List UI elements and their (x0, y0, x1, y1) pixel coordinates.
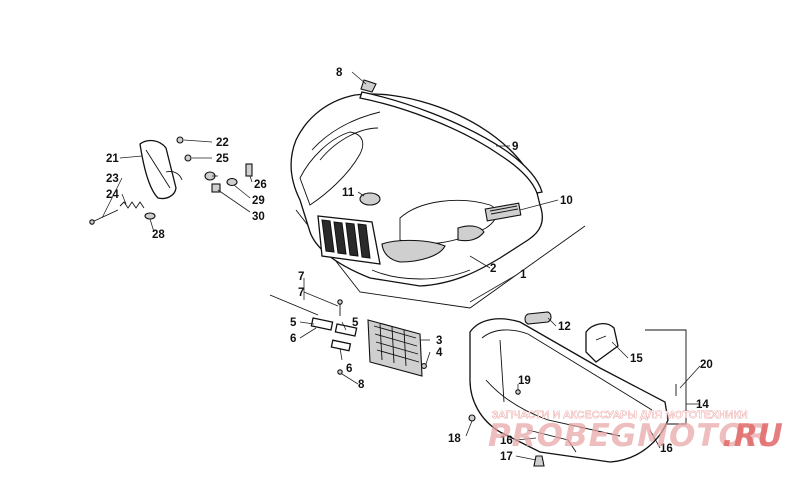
leader-lines (101, 71, 701, 461)
watermark: ЗАПЧАСТИ И АКСЕССУАРЫ ДЛЯ МОТОТЕХНИКИ PR… (488, 409, 783, 454)
callout-22: 20 (700, 359, 713, 371)
callout-27: 25 (216, 153, 229, 165)
watermark-tagline: ЗАПЧАСТИ И АКСЕССУАРЫ ДЛЯ МОТОТЕХНИКИ (492, 409, 748, 421)
callout-21: 19 (518, 375, 531, 387)
callout-3: 3 (436, 335, 442, 347)
callout-5-right: 5 (352, 317, 359, 329)
watermark-domain: .RU (722, 418, 783, 454)
callout-19: 17 (500, 451, 513, 463)
callout-2: 2 (490, 263, 496, 275)
callout-nine: 7 (298, 271, 304, 283)
callout-11: 9 (512, 141, 518, 153)
callout-8-label: 8 (358, 379, 365, 391)
callout-14: 12 (558, 321, 571, 333)
callout-26: 24 (106, 189, 119, 201)
callout-15: 14 (696, 399, 709, 411)
callout-sixteen: 16 (660, 443, 673, 455)
callout-10: 8 (336, 67, 343, 79)
callout-28: 26 (254, 179, 267, 191)
callout-18: 16 (500, 435, 513, 447)
callout-29-lower: 28 (152, 229, 165, 241)
callout-24: 22 (216, 137, 229, 149)
callout-6-right: 6 (346, 363, 352, 375)
watermark-brand: PROBEGMOTOR (488, 418, 771, 454)
callout-12: 10 (560, 195, 573, 207)
callout-5-left: 5 (290, 317, 297, 329)
callout-30: 30 (252, 211, 265, 223)
callout-13: 11 (342, 187, 355, 199)
callout-20: 18 (448, 433, 461, 445)
callout-7-label: 7 (298, 287, 304, 299)
callout-25: 23 (106, 173, 119, 185)
callout-6-left: 6 (290, 333, 296, 345)
callout-17: 15 (630, 353, 643, 365)
storage-tray (468, 311, 687, 467)
callout-29-upper: 29 (252, 195, 265, 207)
callout-4: 4 (436, 347, 443, 359)
callout-labels: 8 9 10 11 2 1 22 21 25 23 26 24 29 30 28… (106, 67, 713, 463)
hood-assembly (290, 79, 586, 309)
headlight-assembly (89, 136, 253, 225)
callout-23: 21 (106, 153, 119, 165)
callout-1: 1 (520, 269, 527, 281)
vent-parts (269, 294, 427, 377)
